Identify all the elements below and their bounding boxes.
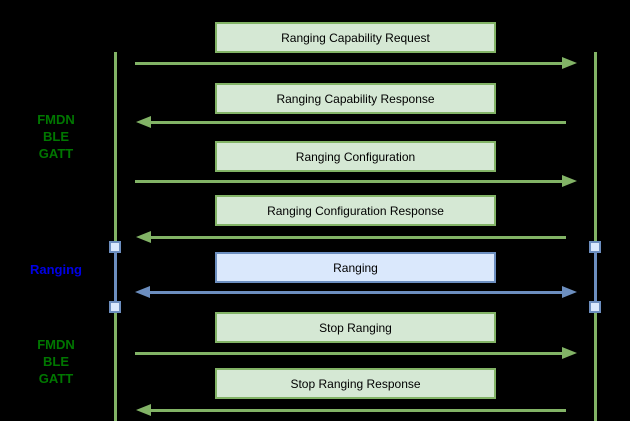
arrow-line bbox=[135, 62, 567, 65]
arrow-line bbox=[135, 180, 567, 183]
message-label: Ranging bbox=[333, 260, 378, 275]
ranging-start-marker-left bbox=[109, 241, 121, 253]
message-label: Ranging Configuration bbox=[295, 149, 416, 164]
arrowhead-right-icon bbox=[562, 175, 577, 187]
message-arrow-left bbox=[136, 404, 566, 417]
message-label: Stop Ranging Response bbox=[290, 376, 421, 391]
lifeline-ranging-segment-right bbox=[594, 247, 597, 307]
message-label: Ranging Capability Response bbox=[276, 91, 435, 106]
lifeline-left bbox=[114, 52, 117, 421]
phase-label-line: FMDN bbox=[37, 112, 75, 127]
arrowhead-left-icon bbox=[136, 404, 151, 416]
message-arrow-right bbox=[135, 57, 577, 70]
message-arrow-bidirectional bbox=[135, 286, 577, 299]
message-box-ranging-configuration-response: Ranging Configuration Response bbox=[215, 195, 496, 226]
arrow-line bbox=[146, 409, 566, 412]
arrowhead-left-icon bbox=[136, 116, 151, 128]
arrowhead-left-icon bbox=[135, 286, 150, 298]
arrowhead-right-icon bbox=[562, 57, 577, 69]
message-arrow-left bbox=[136, 116, 566, 129]
phase-label-fmdn-ble-gatt-bottom: FMDN BLE GATT bbox=[0, 336, 112, 387]
phase-label-fmdn-ble-gatt-top: FMDN BLE GATT bbox=[0, 111, 112, 162]
arrowhead-right-icon bbox=[562, 286, 577, 298]
arrow-line bbox=[146, 236, 566, 239]
message-box-ranging-configuration: Ranging Configuration bbox=[215, 141, 496, 172]
arrow-line bbox=[135, 352, 567, 355]
message-box-stop-ranging: Stop Ranging bbox=[215, 312, 496, 343]
message-arrow-right bbox=[135, 347, 577, 360]
message-arrow-right bbox=[135, 175, 577, 188]
ranging-end-marker-left bbox=[109, 301, 121, 313]
phase-label-line: Ranging bbox=[30, 262, 82, 277]
lifeline-ranging-segment-left bbox=[114, 247, 117, 307]
message-label: Ranging Configuration Response bbox=[267, 203, 444, 218]
message-label: Ranging Capability Request bbox=[281, 30, 430, 45]
phase-label-line: BLE bbox=[43, 129, 69, 144]
ranging-start-marker-right bbox=[589, 241, 601, 253]
arrowhead-right-icon bbox=[562, 347, 577, 359]
phase-label-line: BLE bbox=[43, 354, 69, 369]
phase-label-line: GATT bbox=[38, 146, 74, 161]
phase-label-line: GATT bbox=[38, 371, 74, 386]
message-box-stop-ranging-response: Stop Ranging Response bbox=[215, 368, 496, 399]
message-arrow-left bbox=[136, 231, 566, 244]
phase-label-ranging: Ranging bbox=[0, 261, 112, 278]
arrow-line bbox=[146, 121, 566, 124]
arrow-line bbox=[145, 291, 567, 294]
lifeline-right bbox=[594, 52, 597, 421]
arrowhead-left-icon bbox=[136, 231, 151, 243]
message-box-ranging: Ranging bbox=[215, 252, 496, 283]
message-label: Stop Ranging bbox=[319, 320, 392, 335]
phase-label-line: FMDN bbox=[37, 337, 75, 352]
message-box-ranging-capability-request: Ranging Capability Request bbox=[215, 22, 496, 53]
ranging-end-marker-right bbox=[589, 301, 601, 313]
message-box-ranging-capability-response: Ranging Capability Response bbox=[215, 83, 496, 114]
